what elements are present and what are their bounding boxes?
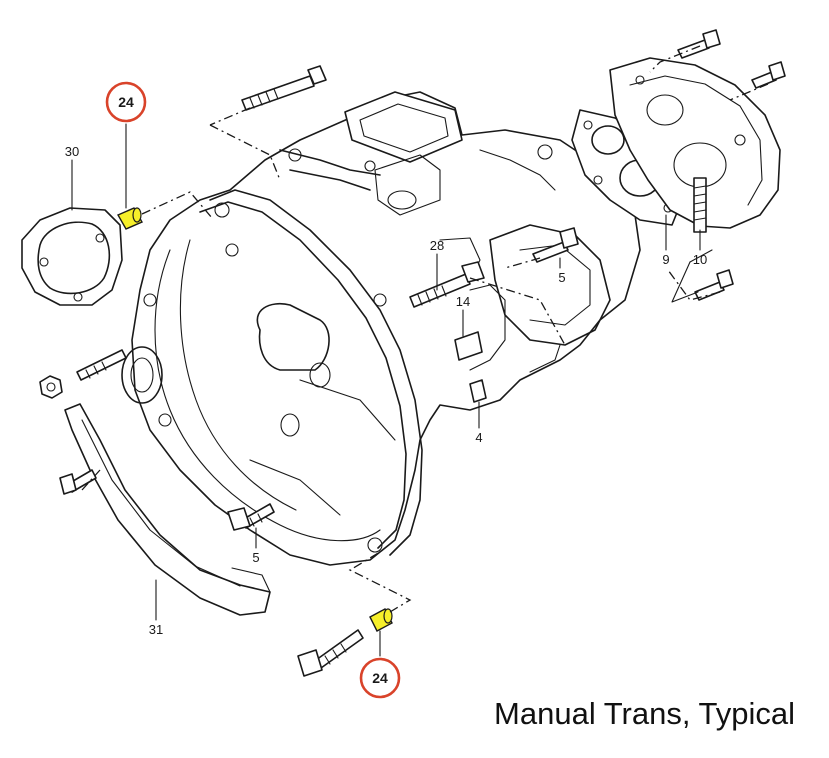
bolt-left-lower — [59, 469, 97, 495]
bolt-top-left — [241, 65, 327, 111]
part-label-5-right: 5 — [558, 270, 565, 285]
bolt-top-right-2 — [751, 61, 786, 89]
diagram-caption: Manual Trans, Typical — [494, 696, 795, 731]
callout-24-top: 24 — [105, 81, 147, 123]
transmission-case — [121, 91, 641, 566]
bolt-right-lower — [694, 269, 734, 301]
part-label-5-bottom: 5 — [252, 550, 259, 565]
stud-part-10 — [693, 177, 707, 233]
callout-24-bottom: 24 — [359, 657, 401, 699]
part-label-31: 31 — [149, 622, 163, 637]
dust-shield-part-31 — [64, 403, 271, 616]
part-label-28: 28 — [430, 238, 444, 253]
assembly-guide-lines — [81, 45, 769, 613]
leader-lines — [71, 123, 713, 657]
part-label-14: 14 — [456, 294, 470, 309]
callout-24-bottom-label: 24 — [372, 670, 388, 686]
part-label-4: 4 — [475, 430, 482, 445]
bolt-left-middle — [76, 349, 127, 381]
sleeve-part-24-bottom — [369, 608, 393, 632]
plug-part-14 — [454, 331, 483, 361]
part-label-10: 10 — [693, 252, 707, 267]
pin-part-4 — [469, 379, 487, 403]
bolt-top-right-1 — [677, 29, 721, 59]
part-label-9: 9 — [662, 252, 669, 267]
bolt-part-28 — [409, 261, 485, 308]
callout-24-top-label: 24 — [118, 94, 134, 110]
sleeve-part-24-top — [117, 207, 143, 230]
rear-cover — [609, 57, 781, 229]
front-cover-part-30 — [21, 207, 123, 306]
nut-left — [39, 375, 63, 399]
bolt-part-5-bottom — [227, 503, 275, 531]
part-label-30: 30 — [65, 144, 79, 159]
bolt-bottom — [297, 629, 364, 677]
